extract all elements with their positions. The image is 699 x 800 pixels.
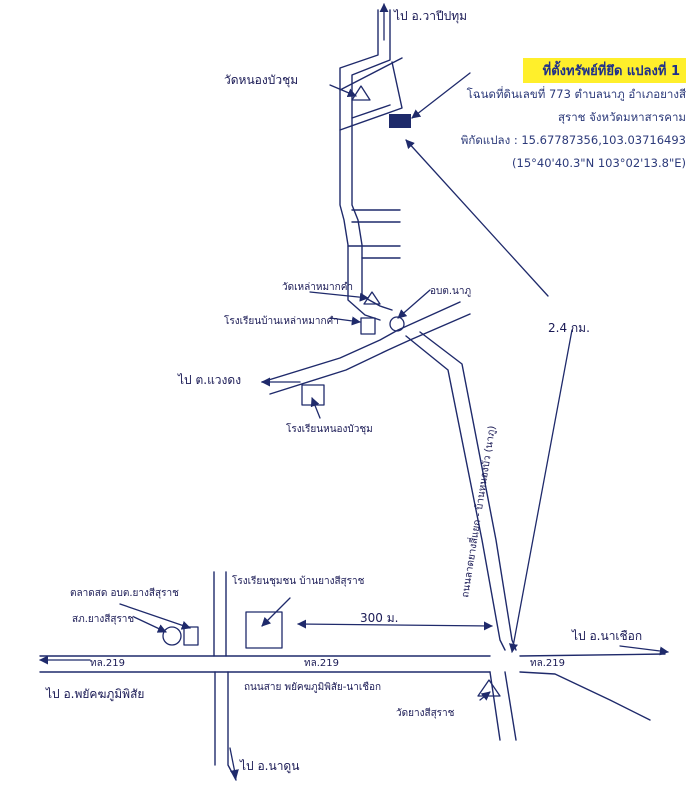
label-sao: อบต.นาภู (430, 286, 471, 297)
dms-text: (15°40'40.3"N 103°02'13.8"E) (512, 156, 686, 170)
label-hwy-mid: ทล.219 (304, 658, 339, 669)
label-south-dest: ไป อ.นาดูน (239, 759, 299, 774)
label-hwy-right: ทล.219 (530, 658, 565, 669)
label-north-dest: ไป อ.วาปีปทุม (393, 9, 467, 24)
label-school-west: โรงเรียนหนองบัวชุม (286, 422, 373, 435)
label-temple-north: วัดหนองบัวชุม (224, 73, 298, 88)
label-hwy-name: ถนนสาย พยัคฆภูมิพิสัย-นาเชือก (244, 681, 381, 693)
label-school-south-1: โรงเรียนชุมชน บ้านยางสีสุราช (232, 574, 365, 587)
property-title: ที่ตั้งทรัพย์ที่ยึด แปลงที่ 1 (522, 58, 686, 83)
label-west-dest: ไป ต.แวงดง (177, 373, 241, 387)
property-marker (389, 114, 411, 128)
label-temple-mid: วัดเหล่าหมากคำ (282, 282, 353, 293)
highway-219 (39, 653, 666, 657)
deed-text: โฉนดที่ดินเลขที่ 773 ตำบลนาภู อำเภอยางสี (466, 87, 686, 101)
highway-219-edge (39, 671, 651, 721)
label-school-mid: โรงเรียนบ้านเหล่าหมากคำ (224, 314, 339, 327)
north-road (339, 9, 381, 321)
west-road (261, 301, 461, 383)
coords-text: พิกัดแปลง : 15.67787356,103.03716493 (460, 133, 686, 147)
north-road-edge (351, 9, 393, 311)
label-west-hwy-dest: ไป อ.พยัคฆภูมิพิสัย (45, 687, 144, 702)
label-east-dest: ไป อ.นาเชือก (571, 629, 642, 643)
label-temple-south: วัดยางสีสุราช (396, 707, 455, 719)
label-market: ตลาดสด อบต.ยางสีสุราช (70, 587, 179, 599)
label-police: สภ.ยางสีสุราช (72, 613, 134, 625)
property-info-box: ที่ตั้งทรัพย์ที่ยึด แปลงที่ 1 โฉนดที่ดิน… (446, 58, 686, 175)
label-distance-long: 2.4 กม. (548, 321, 590, 335)
province-text: สุราช จังหวัดมหาสารคาม (558, 110, 686, 124)
school-south-icon (245, 611, 283, 649)
sao-icon (389, 316, 405, 332)
police-icon (162, 626, 182, 646)
west-road-edge (269, 313, 471, 395)
label-side-road: ถนนลาดยางสี่แยก - บ้านหนองบัว (นาภู) (457, 424, 498, 598)
label-hwy-left: ทล.219 (90, 658, 125, 669)
side-road (405, 335, 506, 651)
temple-north-icon (351, 85, 371, 101)
school-mid-icon (360, 317, 376, 335)
market-icon (183, 626, 199, 646)
label-distance-short: 300 ม. (360, 611, 398, 625)
side-road-edge (419, 331, 517, 651)
